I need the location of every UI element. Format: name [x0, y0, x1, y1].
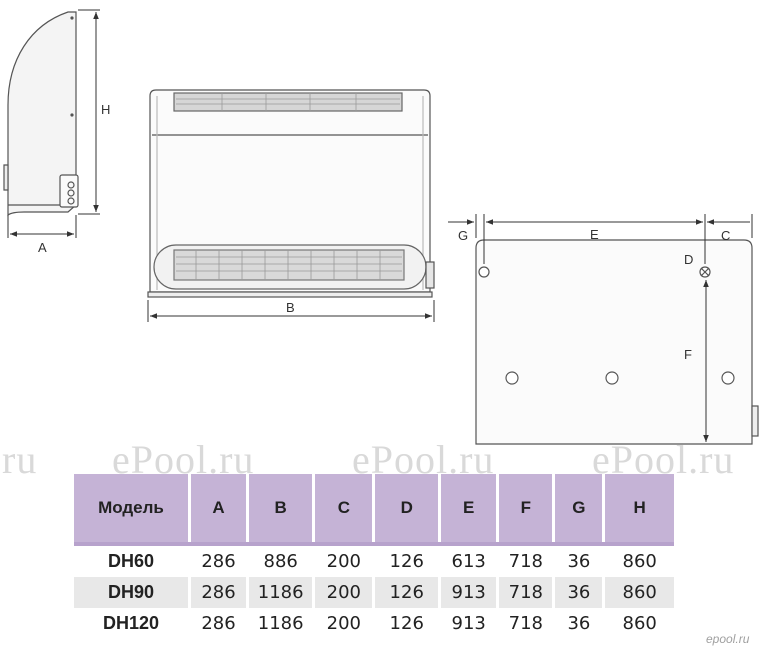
cell: 126 [375, 577, 442, 608]
cell: 718 [499, 577, 556, 608]
dim-label-b: B [286, 300, 295, 315]
back-view-dimensions [448, 214, 753, 442]
side-view-dimensions [7, 9, 100, 238]
cell: 718 [499, 546, 556, 577]
table-top-bar [74, 542, 674, 546]
cell: 200 [315, 546, 376, 577]
watermark-partial: ru [2, 437, 38, 482]
technical-drawing: A H [3, 9, 759, 445]
header-g: G [555, 474, 606, 542]
spec-table: Модель A B C D E F G H DH60 286 886 200 … [74, 474, 674, 639]
dim-label-h: H [101, 102, 110, 117]
header-b: B [249, 474, 316, 542]
cell: 200 [315, 577, 376, 608]
cell: 1186 [249, 577, 316, 608]
dim-label-c: C [721, 228, 730, 243]
dim-label-g: G [458, 228, 468, 243]
cell-model: DH90 [74, 577, 191, 608]
cell: 286 [190, 546, 250, 577]
table-row: DH60 286 886 200 126 613 718 36 860 [74, 546, 674, 577]
cell: 36 [555, 546, 606, 577]
cell-model: DH60 [74, 546, 191, 577]
dim-label-f: F [684, 347, 692, 362]
cell: 613 [441, 546, 500, 577]
cell: 36 [555, 608, 606, 639]
cell: 718 [499, 608, 556, 639]
table-row: DH120 286 1186 200 126 913 718 36 860 [74, 608, 674, 639]
dim-label-a: A [38, 240, 47, 255]
header-d: D [375, 474, 442, 542]
header-model: Модель [74, 474, 191, 542]
cell: 860 [605, 546, 674, 577]
cell: 886 [249, 546, 316, 577]
header-c: C [315, 474, 376, 542]
header-h: H [605, 474, 674, 542]
cell: 36 [555, 577, 606, 608]
side-view [3, 11, 79, 217]
header-a: A [190, 474, 250, 542]
logo: epool.ru [706, 632, 750, 646]
cell: 200 [315, 608, 376, 639]
header-f: F [499, 474, 556, 542]
front-view [147, 89, 435, 298]
cell-model: DH120 [74, 608, 191, 639]
front-view-dimensions [147, 300, 435, 322]
header-e: E [441, 474, 500, 542]
cell: 286 [190, 577, 250, 608]
cell: 913 [441, 577, 500, 608]
cell: 286 [190, 608, 250, 639]
back-view [475, 239, 759, 445]
cell: 126 [375, 608, 442, 639]
cell: 860 [605, 577, 674, 608]
cell: 1186 [249, 608, 316, 639]
dim-label-d: D [684, 252, 693, 267]
cell: 860 [605, 608, 674, 639]
table-header-row: Модель A B C D E F G H [74, 474, 674, 542]
cell: 913 [441, 608, 500, 639]
table-row: DH90 286 1186 200 126 913 718 36 860 [74, 577, 674, 608]
cell: 126 [375, 546, 442, 577]
dim-label-e: E [590, 227, 599, 242]
